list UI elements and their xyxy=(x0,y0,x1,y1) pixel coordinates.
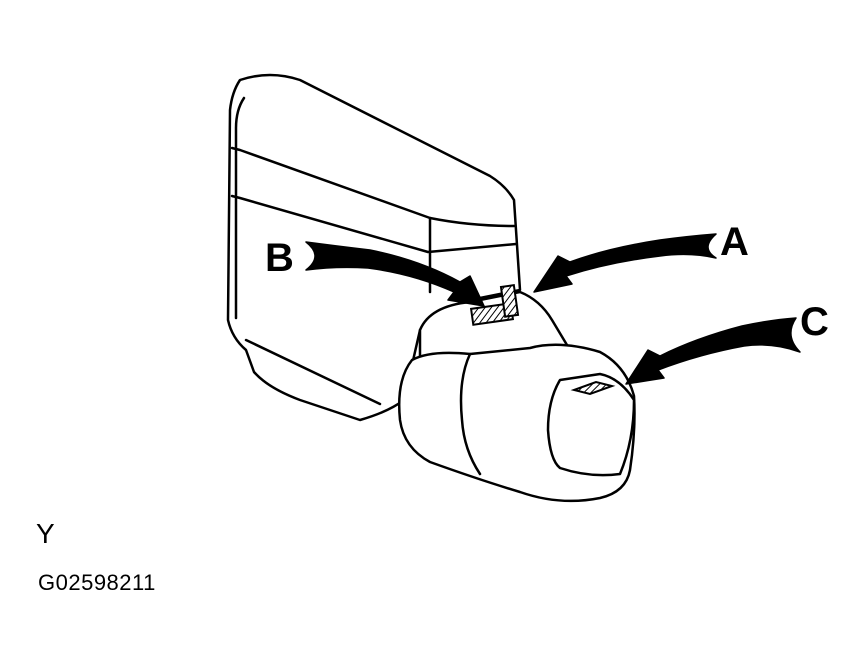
end-cap xyxy=(546,372,636,477)
housing-band-lower xyxy=(230,194,518,254)
view-letter: Y xyxy=(36,518,55,549)
tab-c xyxy=(570,380,616,396)
housing-inner-edge xyxy=(234,96,246,320)
rear-housing xyxy=(226,73,522,422)
callout-label-a: A xyxy=(720,220,749,264)
callout-arrow-a xyxy=(533,233,717,293)
front-body-seam xyxy=(459,352,482,476)
callout-arrow-c xyxy=(625,317,801,385)
callout-label-c: C xyxy=(800,300,829,344)
tab-a xyxy=(499,284,520,318)
callout-label-b: B xyxy=(265,236,294,280)
callout-arrow-b xyxy=(305,241,485,307)
housing-bottom-lip xyxy=(244,338,382,406)
figure-code: G02598211 xyxy=(38,570,156,595)
